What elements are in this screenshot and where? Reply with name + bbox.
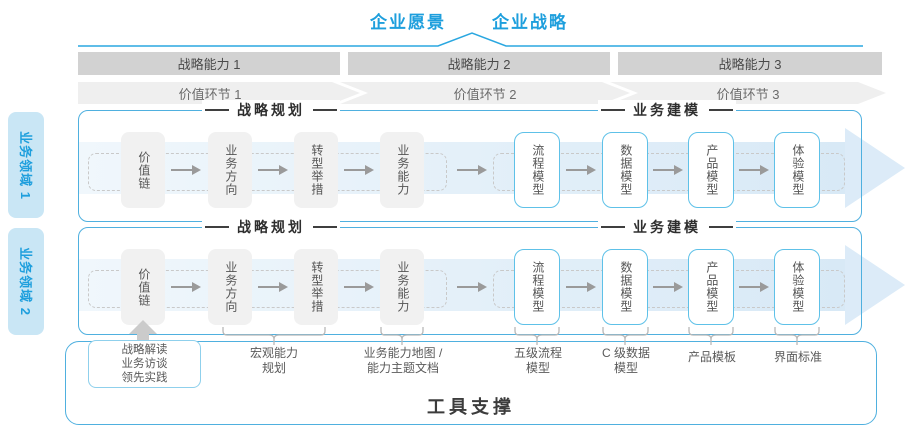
step-box-value-chain: 价值链	[121, 249, 165, 325]
business-domain-row-2: 价值链 业务方向 转型举措 业务能力 流程模型 数据模型 产品模型 体验模型 战…	[78, 217, 905, 335]
section-header-strategic-planning: 战略规划	[202, 100, 340, 120]
annotation-line: 模型	[525, 361, 551, 375]
header-dash	[709, 109, 733, 111]
business-domain-label-2: 业务领域 2	[8, 228, 44, 335]
annotation-line: 产品模板	[687, 350, 737, 364]
value-link-chevron-2: 价值环节 2	[340, 82, 630, 104]
annotation-line: C 级数据	[601, 346, 651, 360]
business-domain-row-1: 价值链 业务方向 转型举措 业务能力 流程模型 数据模型 产品模型 体验模型 战…	[78, 100, 905, 222]
practice-line: 业务访谈	[121, 358, 168, 370]
section-header-strategic-planning: 战略规划	[202, 217, 340, 237]
arrow-right-icon	[258, 282, 288, 292]
value-link-chevron-1: 价值环节 1	[78, 82, 360, 104]
business-domain-label-1: 业务领域 1	[8, 112, 44, 218]
enterprise-vision-title: 企业愿景	[370, 13, 446, 32]
annotation-line: 模型	[613, 361, 639, 375]
step-box-value-chain: 价值链	[121, 132, 165, 208]
step-box-business-direction: 业务方向	[208, 132, 252, 208]
vision-peak-line	[78, 32, 863, 47]
annotation-line: 宏观能力	[249, 346, 299, 360]
model-box-product: 产品模型	[688, 132, 734, 208]
arrow-right-icon	[171, 282, 201, 292]
annotation-line: 业务能力地图 /	[363, 346, 443, 360]
arrow-right-icon	[457, 282, 487, 292]
header-dash	[601, 109, 625, 111]
strategic-capability-bar-1: 战略能力 1	[78, 52, 340, 75]
model-box-product: 产品模型	[688, 249, 734, 325]
model-box-process: 流程模型	[514, 249, 560, 325]
header-dash	[709, 226, 733, 228]
arrow-right-icon	[457, 165, 487, 175]
header-dash	[601, 226, 625, 228]
arrow-right-icon	[258, 165, 288, 175]
arrow-right-icon	[739, 165, 769, 175]
step-box-transformation: 转型举措	[294, 132, 338, 208]
model-box-experience: 体验模型	[774, 249, 820, 325]
model-box-experience: 体验模型	[774, 132, 820, 208]
annotation-process-model: 五级流程 模型	[514, 346, 562, 376]
dashed-group-modeling	[493, 153, 845, 191]
model-box-data: 数据模型	[602, 132, 648, 208]
annotation-capability-map: 业务能力地图 / 能力主题文档	[364, 346, 443, 376]
section-header-text: 战略规划	[237, 102, 305, 118]
arrow-right-icon	[344, 282, 374, 292]
model-box-data: 数据模型	[602, 249, 648, 325]
arrow-right-icon	[739, 282, 769, 292]
annotation-line: 能力主题文档	[366, 361, 440, 375]
section-header-text: 战略规划	[237, 219, 305, 235]
arrow-right-icon	[566, 165, 596, 175]
arrow-right-icon	[171, 165, 201, 175]
step-box-business-direction: 业务方向	[208, 249, 252, 325]
annotation-line: 规划	[261, 361, 287, 375]
arrow-right-icon	[653, 282, 683, 292]
annotation-macro-capability: 宏观能力 规划	[250, 346, 298, 376]
section-header-text: 业务建模	[633, 102, 701, 118]
strategic-capability-bar-2: 战略能力 2	[348, 52, 610, 75]
model-box-process: 流程模型	[514, 132, 560, 208]
practice-line: 战略解读	[121, 344, 168, 356]
section-header-business-modeling: 业务建模	[598, 100, 736, 120]
dashed-group-modeling	[493, 270, 845, 308]
annotation-product-template: 产品模板	[688, 350, 736, 365]
arrow-right-icon	[653, 165, 683, 175]
top-titles: 企业愿景 企业战略	[14, 8, 910, 33]
strategy-practice-box: 战略解读 业务访谈 领先实践	[88, 340, 201, 388]
annotation-ui-standard: 界面标准	[774, 350, 822, 365]
arrow-right-icon	[344, 165, 374, 175]
practice-line: 领先实践	[121, 372, 168, 384]
flow-band-arrowhead-icon	[845, 245, 905, 325]
step-box-business-capability: 业务能力	[380, 132, 424, 208]
dashed-group-strategy	[88, 153, 447, 191]
header-dash	[205, 109, 229, 111]
annotation-data-model: C 级数据 模型	[602, 346, 650, 376]
header-dash	[313, 109, 337, 111]
flow-band-arrowhead-icon	[845, 128, 905, 208]
step-box-business-capability: 业务能力	[380, 249, 424, 325]
value-link-chevron-3: 价值环节 3	[610, 82, 886, 104]
step-box-transformation: 转型举措	[294, 249, 338, 325]
tools-support-label: 工具支撑	[427, 397, 515, 417]
annotation-line: 五级流程	[513, 346, 563, 360]
tools-support-container: 工具支撑	[65, 341, 877, 425]
section-header-text: 业务建模	[633, 219, 701, 235]
business-domain-label-2-text: 业务领域 2	[17, 247, 33, 316]
section-header-business-modeling: 业务建模	[598, 217, 736, 237]
header-dash	[205, 226, 229, 228]
strategic-capability-bar-3: 战略能力 3	[618, 52, 882, 75]
annotation-line: 界面标准	[773, 350, 823, 364]
header-dash	[313, 226, 337, 228]
arrow-right-icon	[566, 282, 596, 292]
enterprise-strategy-title: 企业战略	[492, 13, 568, 32]
dashed-group-strategy	[88, 270, 447, 308]
business-domain-label-1-text: 业务领域 1	[17, 130, 33, 200]
